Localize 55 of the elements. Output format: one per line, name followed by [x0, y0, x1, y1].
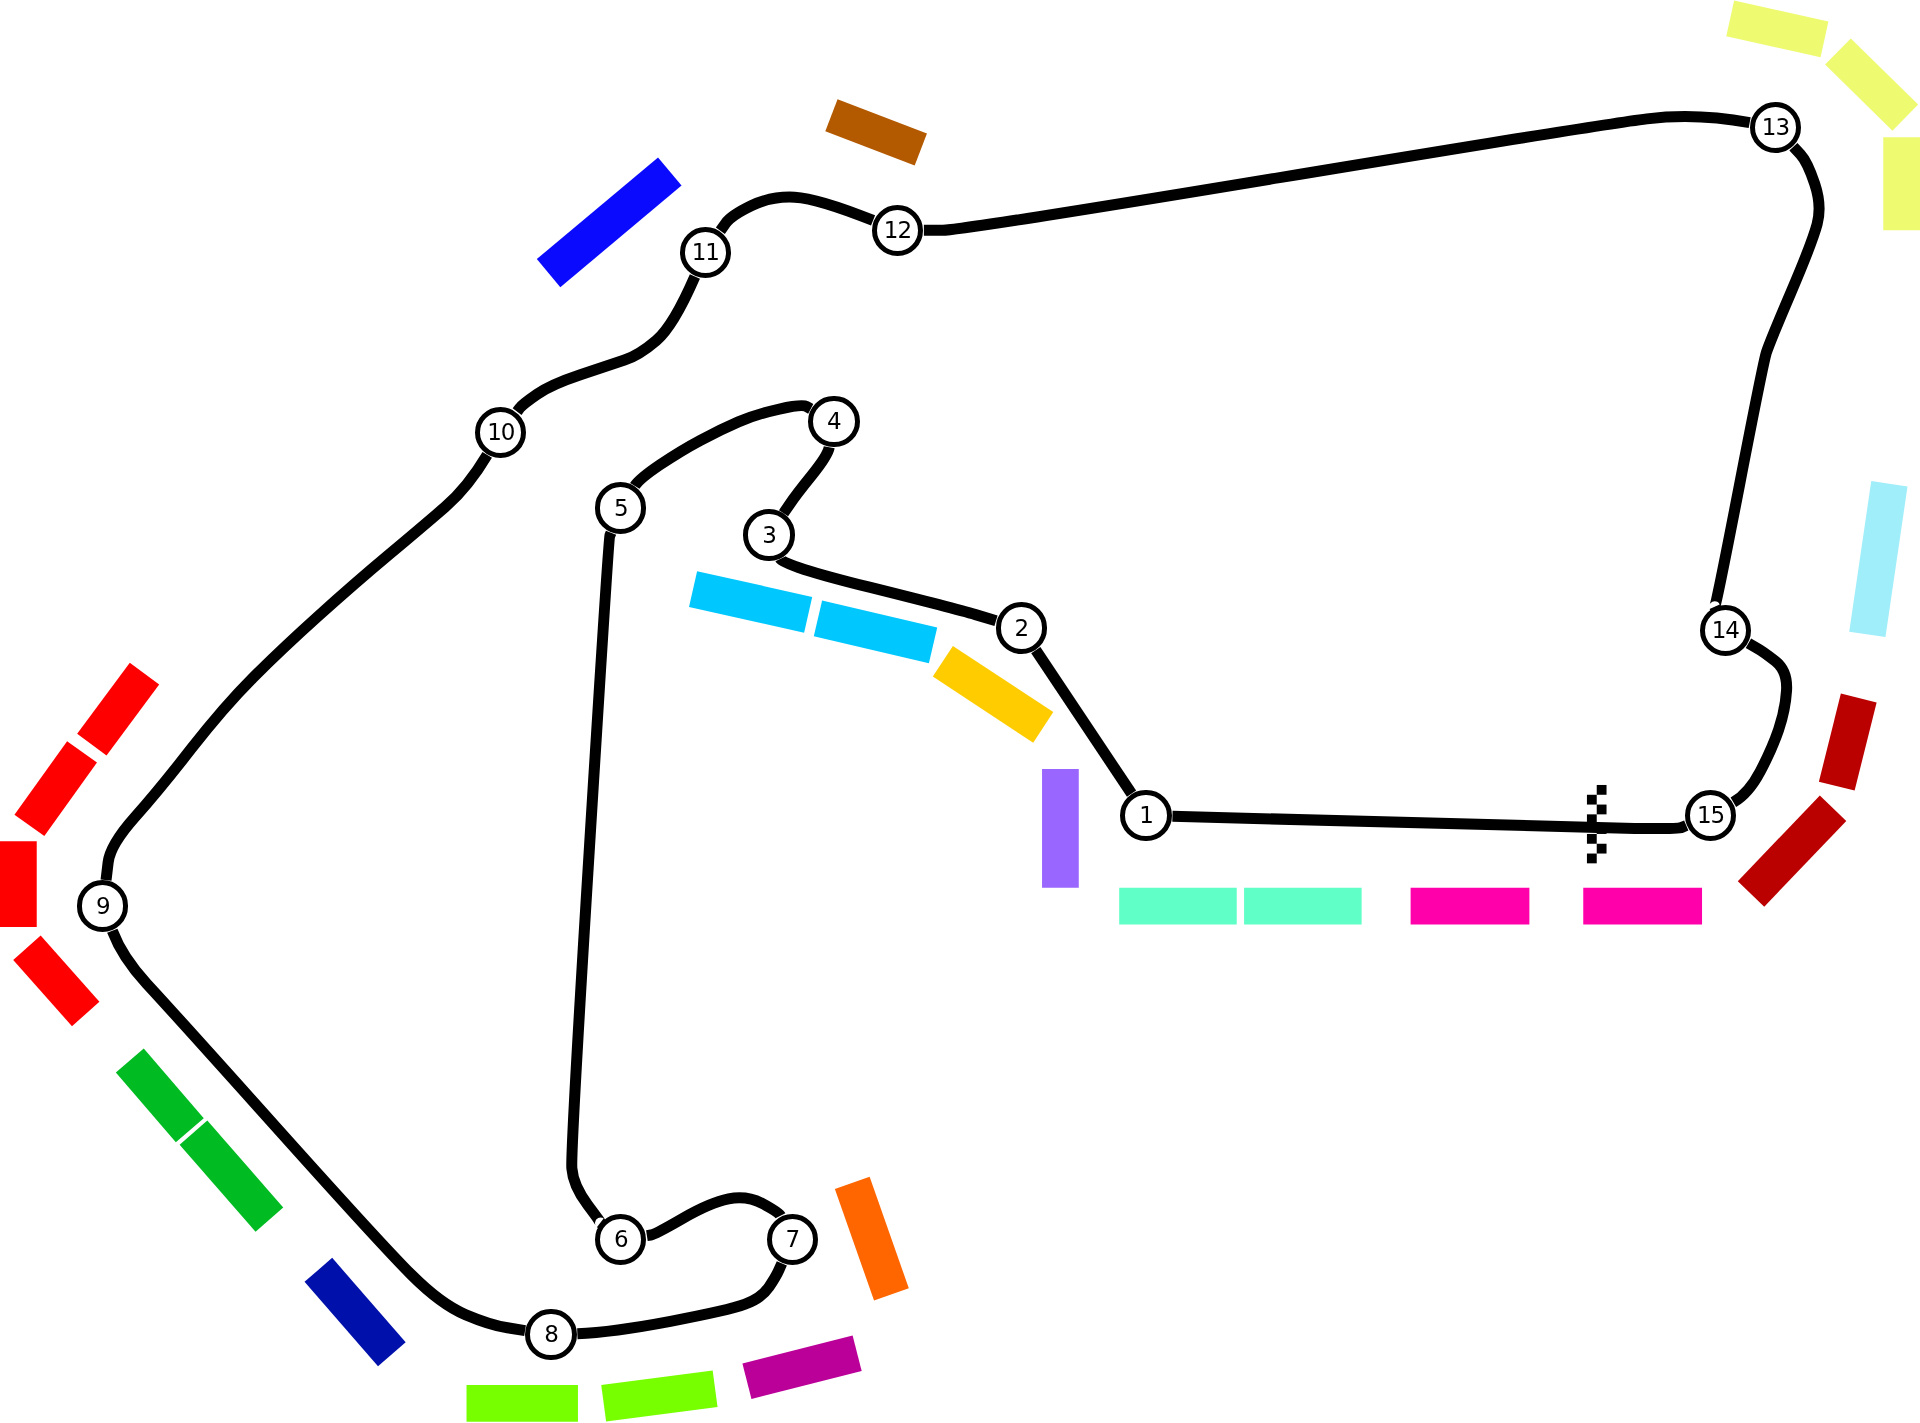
grandstand-bar	[1244, 887, 1362, 925]
track-segment	[1031, 647, 1137, 797]
grandstand-bar	[1410, 887, 1530, 925]
grandstand-bar	[77, 662, 160, 756]
grandstand-bar	[1883, 137, 1920, 231]
grandstand-bar	[825, 99, 927, 166]
corner-number-marker: 4	[808, 395, 860, 447]
grandstand-bar	[1726, 0, 1829, 58]
corner-number-marker: 14	[1699, 604, 1751, 657]
corner-number-marker: 9	[77, 880, 129, 932]
corner-number-marker: 7	[766, 1213, 818, 1265]
track-segment	[776, 554, 998, 627]
corner-number-marker: 10	[475, 406, 527, 458]
grandstand-bar	[536, 157, 682, 288]
track-segment	[1172, 810, 1689, 835]
grandstand-bar	[1849, 481, 1908, 638]
grandstand-bar	[13, 935, 100, 1027]
corner-number-marker: 12	[871, 204, 924, 256]
corner-number-marker: 3	[743, 509, 795, 561]
grandstand-bar	[813, 600, 938, 664]
track-segment	[645, 1192, 785, 1242]
corner-number-marker: 8	[525, 1309, 577, 1361]
track-segment	[512, 274, 700, 415]
grandstand-bar	[179, 1120, 284, 1232]
grandstand-bar	[601, 1370, 718, 1422]
track-segment	[715, 191, 876, 234]
track-segment	[923, 111, 1751, 236]
grandstand-bar	[14, 741, 97, 837]
grandstand-bar	[0, 841, 37, 927]
corner-number-marker: 15	[1684, 789, 1737, 842]
track-segment	[100, 451, 492, 881]
corner-number-marker: 1	[1120, 789, 1172, 842]
grandstand-bar	[466, 1384, 578, 1422]
grandstand-bar	[1042, 769, 1079, 888]
grandstand-bar	[742, 1335, 862, 1400]
grandstand-bar	[1825, 38, 1919, 131]
grandstand-bar	[1119, 887, 1237, 925]
corner-number-marker: 2	[995, 602, 1047, 654]
grandstand-bar	[1818, 693, 1877, 791]
track-segment	[1709, 143, 1825, 609]
grandstand-bar	[689, 571, 813, 633]
grandstand-bar	[834, 1176, 909, 1301]
corner-number-marker: 11	[679, 226, 731, 278]
corner-number-marker: 6	[595, 1213, 647, 1265]
grandstand-bar	[115, 1048, 204, 1143]
grandstand-bar	[1583, 887, 1703, 925]
track-segment	[107, 928, 526, 1337]
grandstand-bar	[304, 1257, 406, 1367]
track-segment	[779, 445, 835, 517]
grandstand-bar	[1737, 795, 1847, 907]
track-segment	[630, 400, 814, 490]
track-segment	[566, 530, 617, 1226]
corner-number-marker: 13	[1749, 101, 1802, 153]
grandstand-bar	[932, 646, 1054, 743]
corner-number-marker: 5	[595, 482, 647, 534]
